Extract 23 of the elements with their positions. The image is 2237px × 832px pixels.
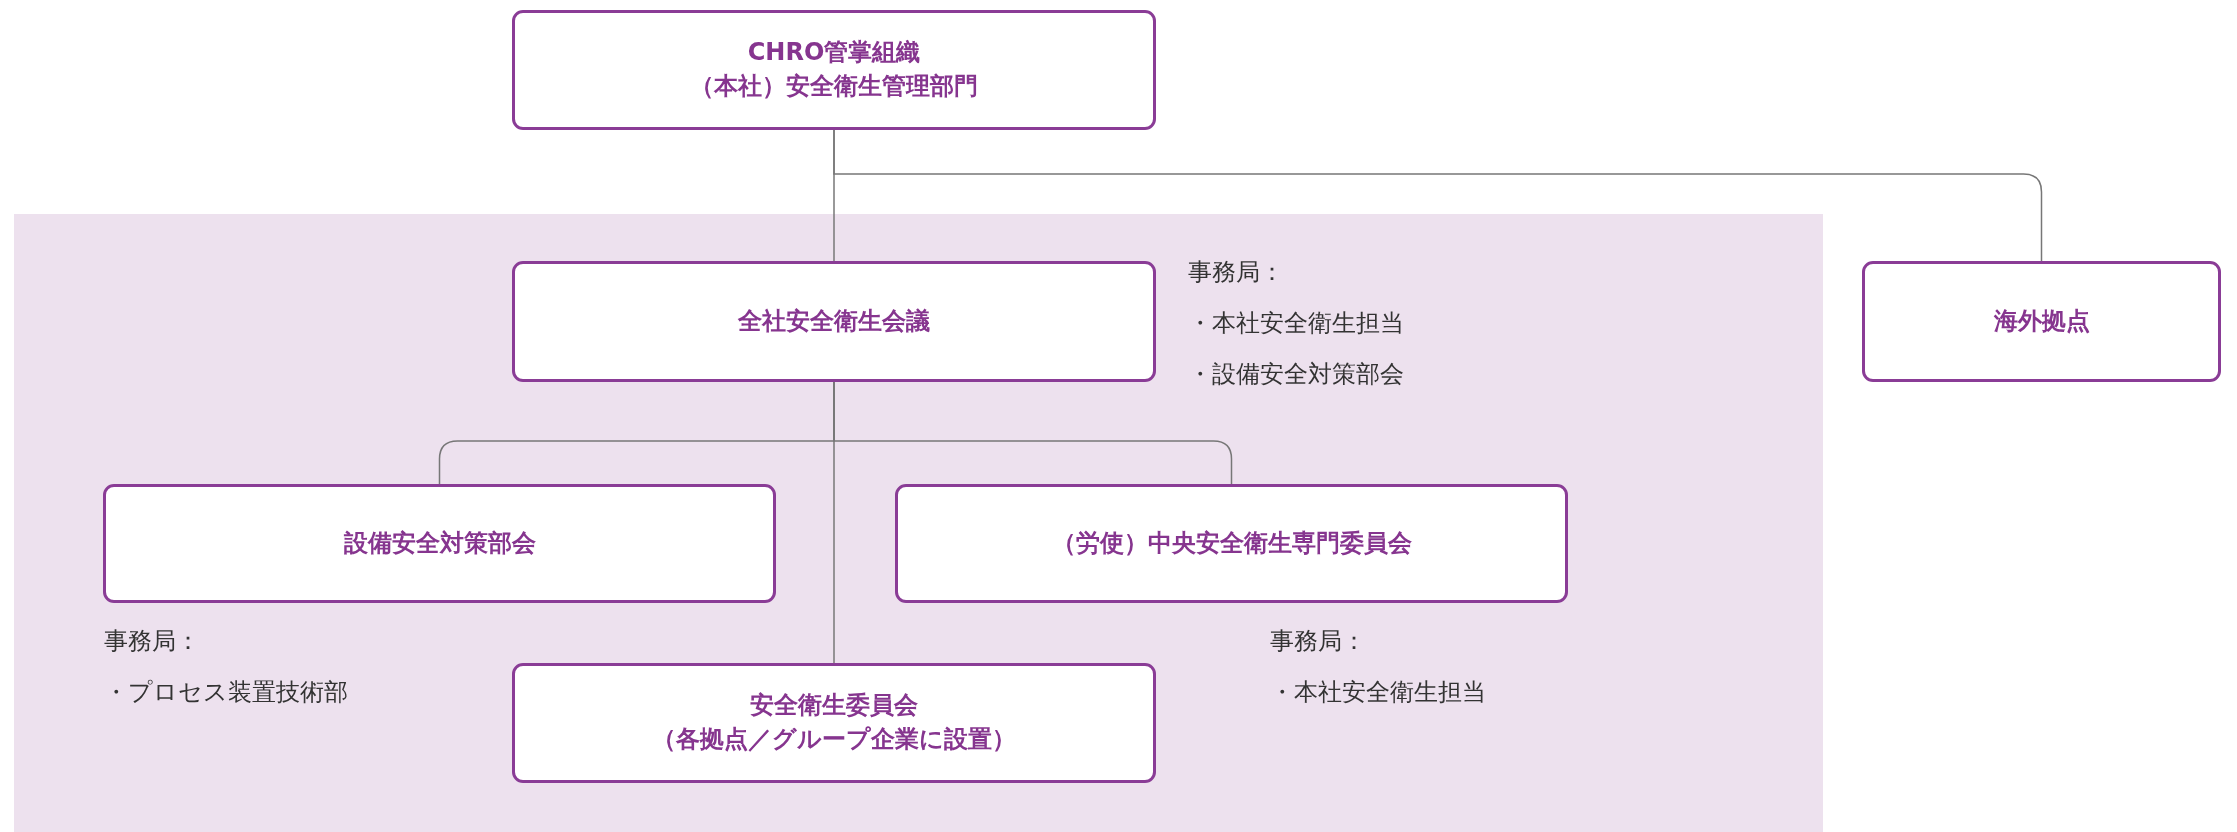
note-heading: 事務局：	[1188, 258, 1285, 287]
unit-name: 全社安全衛生会議	[738, 305, 930, 337]
unit-name: 安全衛生委員会	[750, 690, 918, 722]
note-item: ・本社安全衛生担当	[1188, 308, 1404, 338]
note-item: ・設備安全対策部会	[1188, 359, 1404, 389]
unit-name: 海外拠点	[1993, 305, 2090, 337]
org-box	[1862, 261, 2221, 382]
org-box	[103, 484, 776, 603]
org-box	[512, 10, 1156, 130]
unit-name: （各拠点／グループ企業に設置）	[652, 724, 1016, 755]
unit-name: （労使）中央安全衛生専門委員会	[1051, 527, 1412, 559]
org-box	[895, 484, 1568, 603]
unit-name: CHRO管掌組織	[747, 37, 921, 69]
note-item: ・プロセス装置技術部	[104, 677, 348, 707]
connector-line	[833, 129, 2043, 262]
unit-name: 設備安全対策部会	[343, 527, 536, 559]
unit-name: （本社）安全衛生管理部門	[690, 71, 978, 102]
note-item: ・本社安全衛生担当	[1270, 677, 1486, 707]
connector-line	[833, 381, 835, 664]
org-box	[512, 261, 1156, 382]
note-heading: 事務局：	[1270, 627, 1367, 656]
org-box	[512, 663, 1156, 783]
note-heading: 事務局：	[104, 627, 201, 656]
